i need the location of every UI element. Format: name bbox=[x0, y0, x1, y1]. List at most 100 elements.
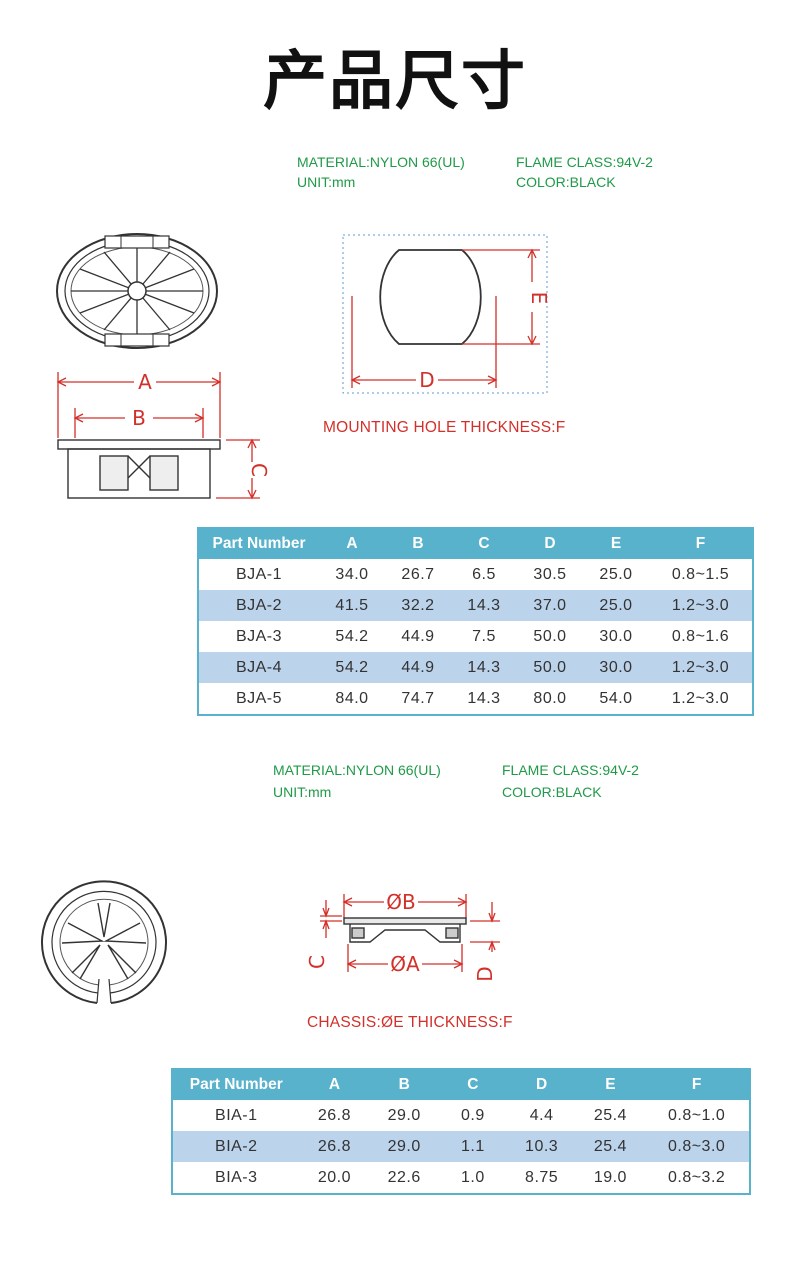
header-f: F bbox=[644, 1069, 750, 1100]
cell-e: 54.0 bbox=[599, 689, 633, 707]
mounting-hole-note: MOUNTING HOLE THICKNESS:F bbox=[323, 419, 566, 436]
cell-a: 26.8 bbox=[317, 1106, 351, 1124]
cell-c: 14.3 bbox=[451, 590, 517, 621]
cell-d: 80.0 bbox=[533, 689, 567, 707]
cell-b: 32.2 bbox=[385, 590, 451, 621]
table-row: BJA-4 54.2 44.9 14.3 50.0 30.0 1.2~3.0 bbox=[198, 652, 753, 683]
cell-d: 10.3 bbox=[506, 1131, 577, 1162]
cell-a: 26.8 bbox=[299, 1131, 370, 1162]
table-row: BJA-2 41.5 32.2 14.3 37.0 25.0 1.2~3.0 bbox=[198, 590, 753, 621]
table-header-row: Part Number A B C D E F bbox=[198, 528, 753, 559]
cell-part-number: BIA-3 bbox=[215, 1168, 258, 1186]
cell-c: 14.3 bbox=[467, 689, 501, 707]
header-c: C bbox=[439, 1069, 507, 1100]
cell-d: 4.4 bbox=[529, 1106, 554, 1124]
spec-color-2: COLOR:BLACK bbox=[502, 784, 602, 800]
cell-f: 0.8~1.6 bbox=[671, 627, 730, 645]
cell-a: 34.0 bbox=[335, 565, 369, 583]
header-c: C bbox=[451, 528, 517, 559]
cell-e: 30.0 bbox=[599, 627, 633, 645]
cell-f: 0.8~1.5 bbox=[671, 565, 730, 583]
cell-e: 25.0 bbox=[599, 565, 633, 583]
cell-c: 14.3 bbox=[451, 652, 517, 683]
cell-a: 84.0 bbox=[335, 689, 369, 707]
cell-a: 54.2 bbox=[319, 652, 385, 683]
dimension-label-e: E bbox=[527, 292, 551, 305]
cell-f: 1.2~3.0 bbox=[671, 689, 730, 707]
cell-d: 37.0 bbox=[517, 590, 583, 621]
cell-part-number: BJA-5 bbox=[235, 689, 283, 707]
spec-material-2: MATERIAL:NYLON 66(UL) bbox=[273, 762, 441, 778]
cell-f: 1.2~3.0 bbox=[649, 652, 753, 683]
header-b: B bbox=[385, 528, 451, 559]
cell-f: 0.8~3.2 bbox=[667, 1168, 726, 1186]
cell-c: 1.1 bbox=[439, 1131, 507, 1162]
header-e: E bbox=[576, 1069, 645, 1100]
header-part-number: Part Number bbox=[198, 528, 319, 559]
cell-c: 1.0 bbox=[461, 1168, 485, 1186]
header-b: B bbox=[369, 1069, 440, 1100]
dimension-label-d: D bbox=[419, 368, 434, 392]
dimension-label-diameter-a: ØA bbox=[390, 952, 420, 976]
table-row: BIA-3 20.0 22.6 1.0 8.75 19.0 0.8~3.2 bbox=[172, 1162, 750, 1194]
cell-d: 30.5 bbox=[533, 565, 567, 583]
dimension-label-c: C bbox=[305, 955, 329, 969]
dimension-label-a: A bbox=[138, 370, 152, 394]
spec-unit-2: UNIT:mm bbox=[273, 784, 332, 800]
cell-b: 26.7 bbox=[401, 565, 435, 583]
dimension-label-diameter-b: ØB bbox=[386, 890, 415, 914]
cell-e: 25.0 bbox=[583, 590, 649, 621]
table-row: BIA-2 26.8 29.0 1.1 10.3 25.4 0.8~3.0 bbox=[172, 1131, 750, 1162]
table-row: BJA-1 34.0 26.7 6.5 30.5 25.0 0.8~1.5 bbox=[198, 559, 753, 590]
bja-spec-table: Part Number A B C D E F BJA-1 34.0 26.7 … bbox=[197, 527, 754, 716]
cell-part-number: BJA-3 bbox=[235, 627, 283, 645]
cell-a: 20.0 bbox=[317, 1168, 351, 1186]
table-row: BIA-1 26.8 29.0 0.9 4.4 25.4 0.8~1.0 bbox=[172, 1100, 750, 1131]
cell-c: 0.9 bbox=[461, 1106, 485, 1124]
cell-e: 25.4 bbox=[593, 1106, 627, 1124]
cell-b: 44.9 bbox=[385, 652, 451, 683]
table-row: BJA-3 54.2 44.9 7.5 50.0 30.0 0.8~1.6 bbox=[198, 621, 753, 652]
header-d: D bbox=[517, 528, 583, 559]
cell-b: 74.7 bbox=[401, 689, 435, 707]
header-part-number: Part Number bbox=[172, 1069, 300, 1100]
cell-f: 1.2~3.0 bbox=[649, 590, 753, 621]
split-grommet-top-view-drawing bbox=[41, 880, 167, 1004]
cell-e: 25.4 bbox=[576, 1131, 645, 1162]
cell-c: 6.5 bbox=[472, 565, 496, 583]
spec-flame-1: FLAME CLASS:94V-2 bbox=[516, 154, 653, 170]
split-grommet-side-view-drawing: ØB ØA C D bbox=[305, 890, 500, 982]
table-header-row: Part Number A B C D E F bbox=[172, 1069, 750, 1100]
cell-a: 41.5 bbox=[319, 590, 385, 621]
cell-b: 29.0 bbox=[369, 1131, 440, 1162]
spec-material-1: MATERIAL:NYLON 66(UL) bbox=[297, 154, 465, 170]
cell-b: 22.6 bbox=[387, 1168, 421, 1186]
cell-d: 50.0 bbox=[533, 627, 567, 645]
cell-c: 7.5 bbox=[472, 627, 496, 645]
cell-e: 30.0 bbox=[583, 652, 649, 683]
cell-a: 54.2 bbox=[335, 627, 369, 645]
bia-spec-table: Part Number A B C D E F BIA-1 26.8 29.0 … bbox=[171, 1068, 751, 1195]
cell-part-number: BJA-4 bbox=[198, 652, 319, 683]
cell-e: 19.0 bbox=[593, 1168, 627, 1186]
cell-f: 0.8~3.0 bbox=[644, 1131, 750, 1162]
cell-part-number: BIA-1 bbox=[215, 1106, 258, 1124]
header-a: A bbox=[319, 528, 385, 559]
spec-flame-2: FLAME CLASS:94V-2 bbox=[502, 762, 639, 778]
cell-d: 50.0 bbox=[517, 652, 583, 683]
dimension-label-c: C bbox=[247, 463, 271, 477]
spec-color-1: COLOR:BLACK bbox=[516, 174, 616, 190]
cell-f: 0.8~1.0 bbox=[667, 1106, 726, 1124]
spec-unit-1: UNIT:mm bbox=[297, 174, 356, 190]
table-row: BJA-5 84.0 74.7 14.3 80.0 54.0 1.2~3.0 bbox=[198, 683, 753, 715]
grommet-side-view-drawing: A B C bbox=[56, 370, 271, 500]
header-e: E bbox=[583, 528, 649, 559]
header-a: A bbox=[299, 1069, 370, 1100]
grommet-top-view-drawing bbox=[56, 233, 218, 349]
cell-d: 8.75 bbox=[525, 1168, 559, 1186]
chassis-note: CHASSIS:ØE THICKNESS:F bbox=[307, 1014, 513, 1031]
dimension-label-d: D bbox=[473, 966, 497, 981]
cell-part-number: BJA-2 bbox=[198, 590, 319, 621]
header-d: D bbox=[506, 1069, 577, 1100]
page-title: 产品尺寸 bbox=[263, 45, 527, 119]
